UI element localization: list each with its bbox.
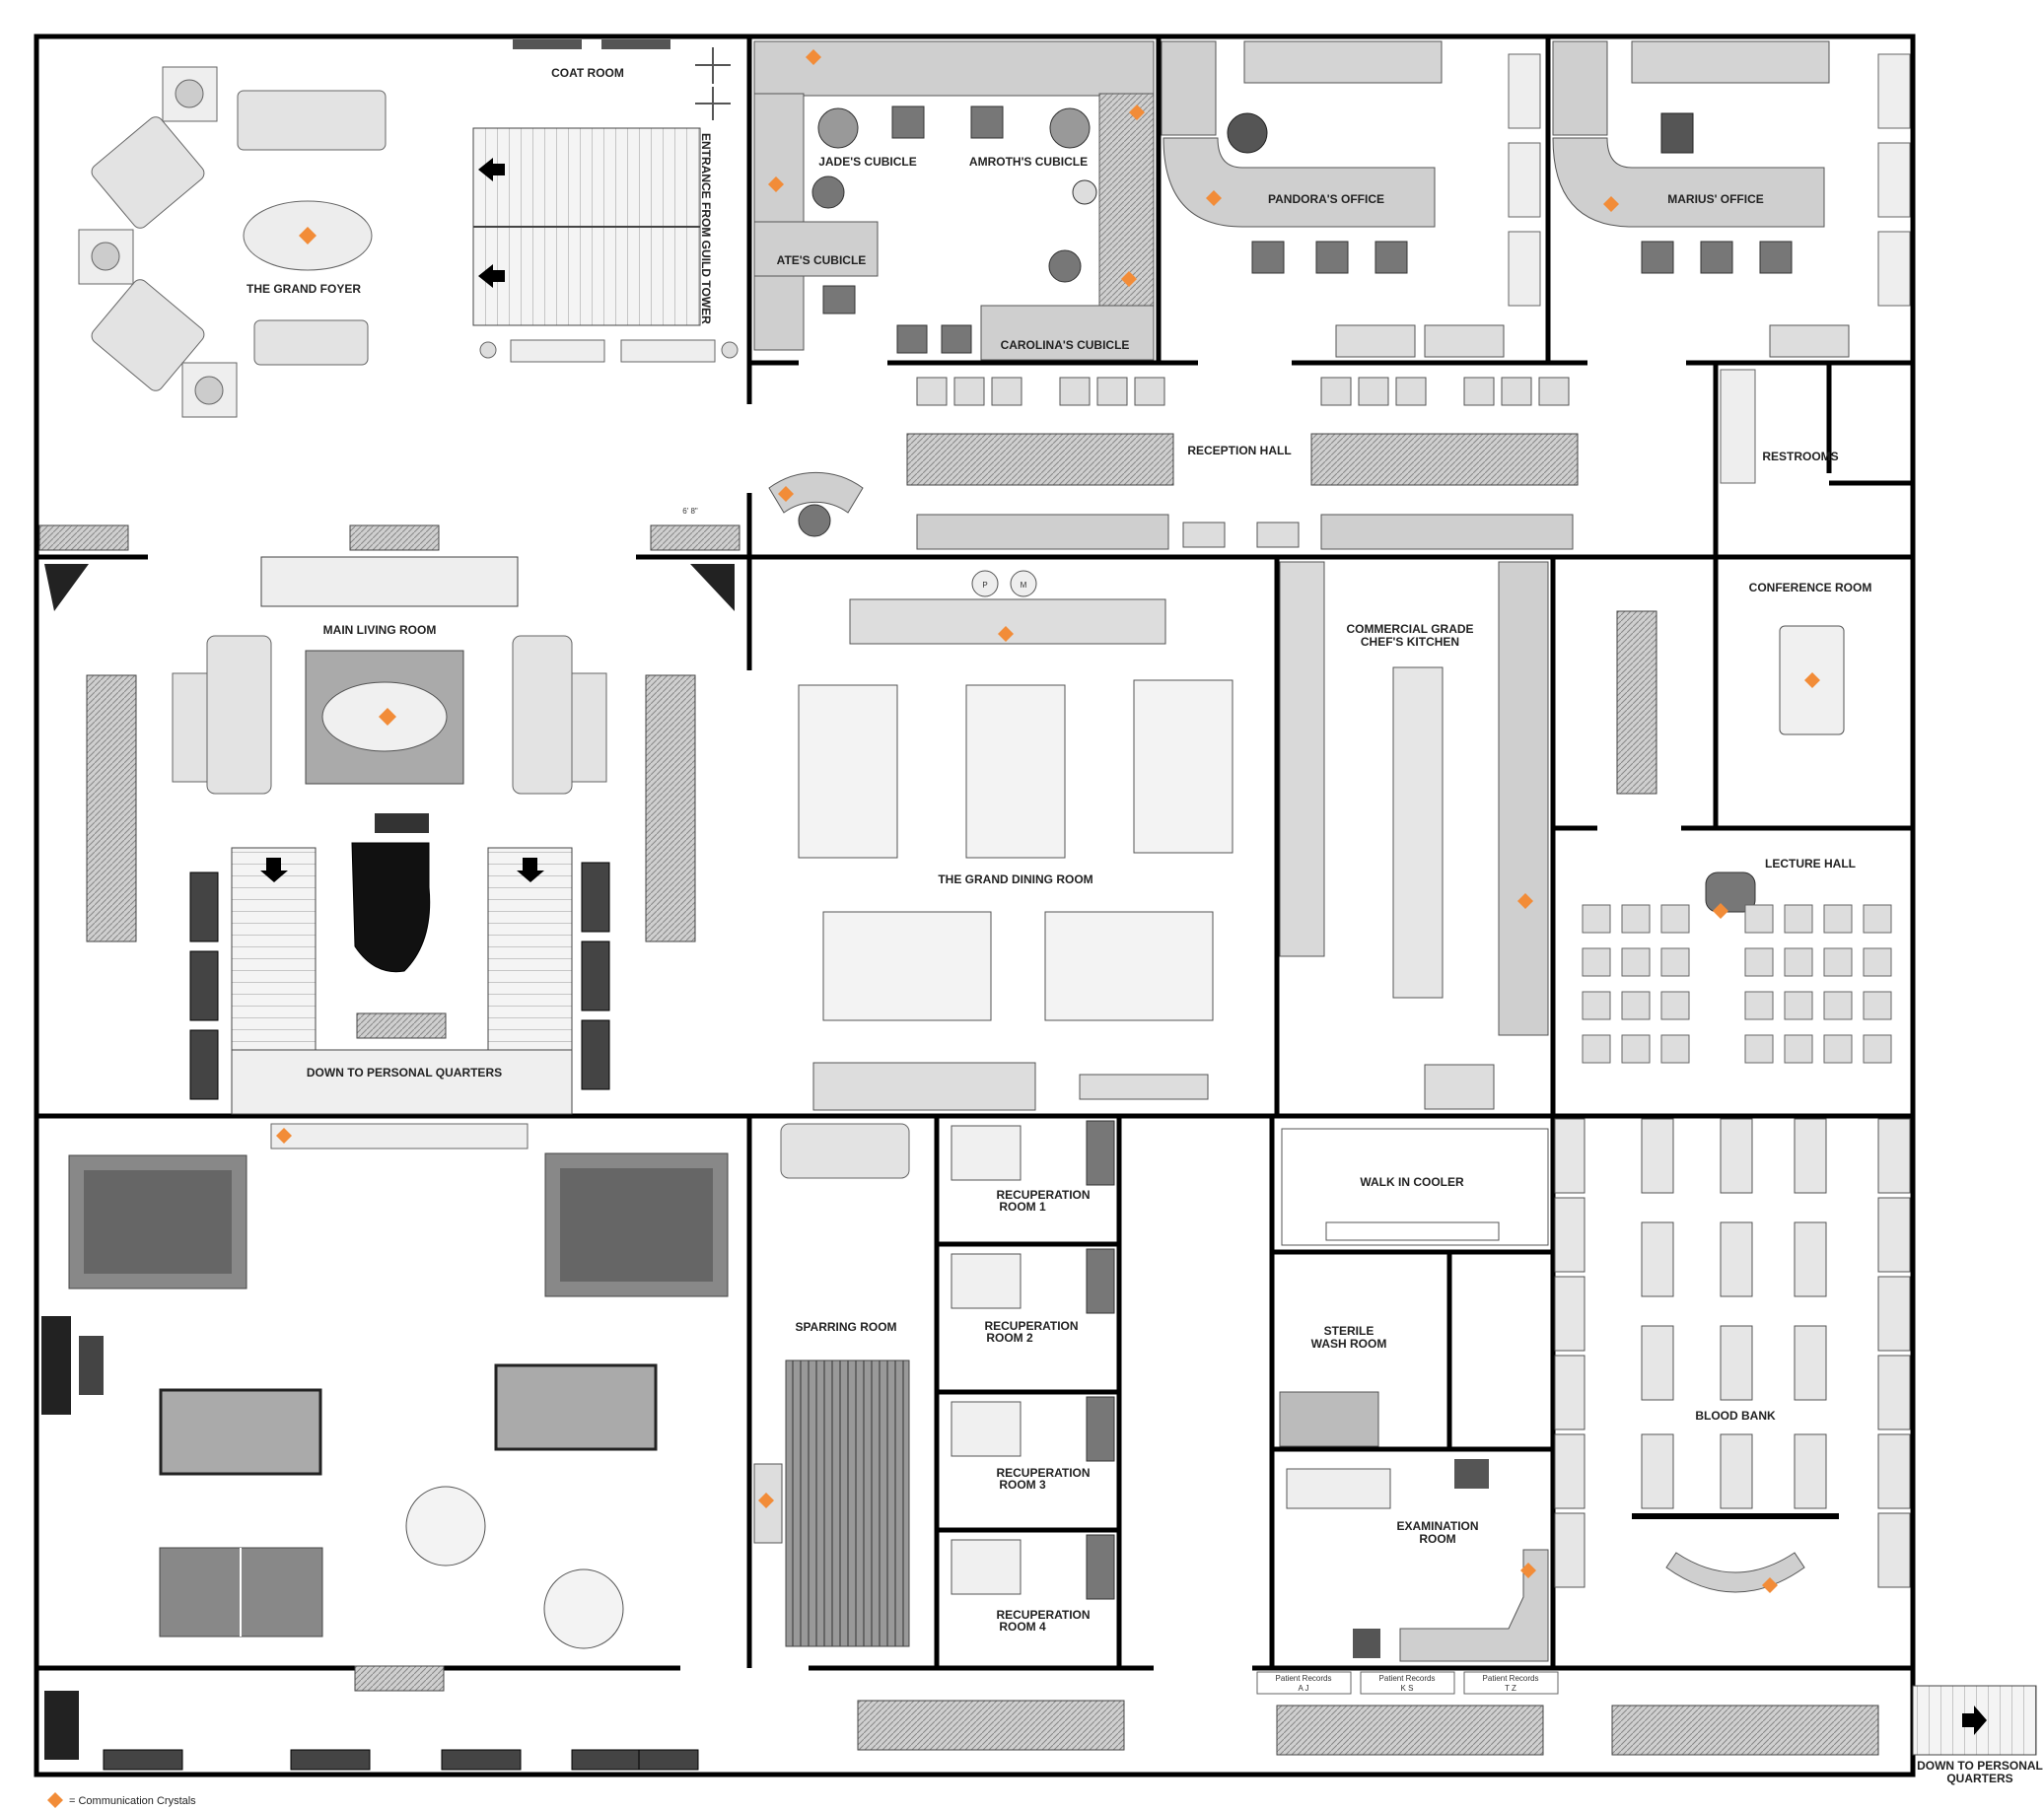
records-1-range: A J [1298,1684,1308,1693]
label-recup2-2: ROOM 2 [986,1331,1033,1345]
crystal-icon [1713,903,1728,919]
crystal-icon [768,176,784,192]
label-recup4-1: RECUPERATION [996,1608,1090,1622]
medical-area: WALK IN COOLER STERILE WASH ROOM EXAMINA… [1279,1128,1549,1662]
crystal-icon [276,1128,292,1144]
crystal-icon [1520,1563,1536,1578]
offices-area: PANDORA'S OFFICE MARIUS' OFFICE [1161,40,1911,358]
crystal-icon [299,227,317,244]
main-living-room-area: MAIN LIVING ROOM DOWN TO PERSONAL QUARTE… [44,556,735,1115]
label-jades-cubicle: JADE'S CUBICLE [818,155,917,169]
crystal-icon [1517,893,1533,909]
label-sterile-1: STERILE [1324,1324,1374,1338]
label-down-personal-2-1: DOWN TO PERSONAL [1917,1759,2043,1773]
label-kitchen-2: CHEF'S KITCHEN [1361,635,1459,649]
label-amroths-cubicle: AMROTH'S CUBICLE [969,155,1088,169]
label-main-living-room: MAIN LIVING ROOM [323,623,437,637]
label-reception-hall: RECEPTION HALL [1187,444,1291,457]
records-1-title: Patient Records [1276,1674,1332,1683]
crystal-icon [1206,190,1222,206]
label-entrance: ENTRANCE FROM GUILD TOWER [699,133,713,324]
label-lecture-hall: LECTURE HALL [1765,857,1856,871]
label-recup4-2: ROOM 4 [999,1620,1046,1634]
crystal-icon [1121,271,1137,287]
crystal-icon [1762,1577,1778,1593]
piano-p-label: P [982,581,987,590]
label-walk-in-cooler: WALK IN COOLER [1360,1175,1464,1189]
label-recup2-1: RECUPERATION [984,1319,1078,1333]
arrow-icon [478,264,505,288]
label-sterile-2: WASH ROOM [1311,1337,1387,1351]
piano-m-label: M [1021,581,1027,590]
reception-hall-area: RECEPTION HALL RESTROOMS [768,369,1839,550]
sofa [253,319,369,366]
label-examination-1: EXAMINATION [1396,1519,1478,1533]
arrow-icon [478,158,505,181]
label-coat-room: COAT ROOM [551,66,624,80]
dimension-label: 6' 8" [682,507,698,516]
label-ates-cubicle: ATE'S CUBICLE [777,253,867,267]
sofa [237,90,387,151]
label-marius-office: MARIUS' OFFICE [1667,192,1764,206]
arrow-icon [517,858,544,882]
crystal-icon [47,1792,63,1808]
crystal-icon [806,49,821,65]
label-down-personal-2-2: QUARTERS [1946,1772,2012,1785]
kitchen-area: COMMERCIAL GRADE CHEF'S KITCHEN [1279,561,1549,1110]
legend: = Communication Crystals [47,1792,196,1808]
label-pandoras-office: PANDORA'S OFFICE [1268,192,1384,206]
crystal-icon [1129,104,1145,120]
label-kitchen-1: COMMERCIAL GRADE [1346,622,1473,636]
grand-foyer-area: THE GRAND FOYER COAT ROOM ENTRANCE FROM … [38,39,740,551]
arrow-icon [1962,1706,1987,1735]
records-2-range: K S [1401,1684,1414,1693]
records-2-title: Patient Records [1379,1674,1436,1683]
armchair [91,116,205,229]
label-recup1-2: ROOM 1 [999,1200,1046,1214]
crystal-icon [778,486,794,502]
lounge-area [41,1123,729,1692]
legend-text: = Communication Crystals [69,1795,196,1807]
label-recup3-2: ROOM 3 [999,1478,1046,1492]
recuperation-area: RECUPERATION ROOM 1 RECUPERATION ROOM 2 … [951,1120,1115,1634]
label-grand-dining-room: THE GRAND DINING ROOM [938,872,1092,886]
armchair [91,279,205,391]
label-conference-room: CONFERENCE ROOM [1749,581,1872,594]
sparring-room-area: SPARRING ROOM [753,1123,910,1647]
grand-piano [351,842,431,973]
label-recup3-1: RECUPERATION [996,1466,1090,1480]
arrow-icon [260,858,288,882]
patient-records: Patient Records A J Patient Records K S … [1256,1671,1559,1695]
label-blood-bank: BLOOD BANK [1695,1409,1776,1423]
label-down-personal-1: DOWN TO PERSONAL QUARTERS [307,1066,502,1080]
label-examination-2: ROOM [1419,1532,1455,1546]
label-recup1-1: RECUPERATION [996,1188,1090,1202]
records-3-title: Patient Records [1483,1674,1539,1683]
label-carolinas-cubicle: CAROLINA'S CUBICLE [1001,338,1130,352]
conference-lecture-area: CONFERENCE ROOM LECTURE HALL [1582,581,1892,1064]
walls [34,34,1916,1777]
bottom-corridor: Patient Records A J Patient Records K S … [44,1671,2043,1785]
crystal-icon [1603,196,1619,212]
crystal-icon [379,708,396,726]
crystal-icon [1804,672,1820,688]
crystal-icon [998,626,1014,642]
cubicles-area: JADE'S CUBICLE AMROTH'S CUBICLE ATE'S CU… [753,40,1155,361]
label-restrooms: RESTROOMS [1762,450,1838,463]
crystal-icon [758,1493,774,1508]
blood-bank-area: BLOOD BANK [1554,1118,1911,1593]
records-3-range: T Z [1505,1684,1516,1693]
grand-dining-room-area: P M THE GRAND DINING ROOM [798,570,1233,1111]
label-sparring-room: SPARRING ROOM [795,1320,896,1334]
label-grand-foyer: THE GRAND FOYER [247,282,361,296]
